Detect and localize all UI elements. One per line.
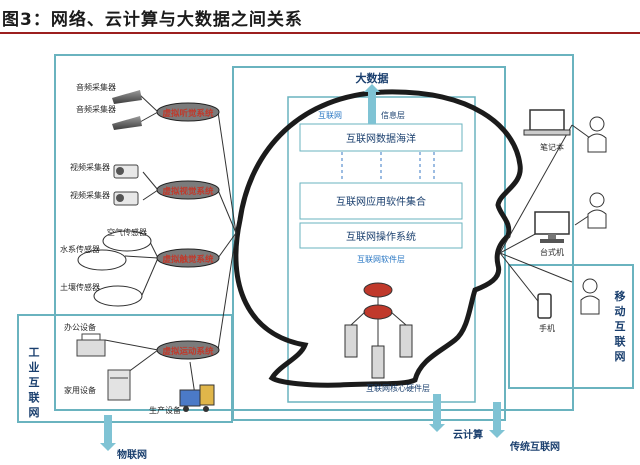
info-layer-label: 信息层 (381, 110, 405, 120)
iot-frame (54, 54, 574, 411)
app-software-layer: 互联网应用软件集合 (299, 182, 463, 220)
forklift-icon (179, 384, 215, 412)
printer-icon (76, 333, 106, 357)
figure-title-text: 图3：网络、云计算与大数据之间关系 (2, 9, 303, 30)
video-camera-icon (113, 191, 139, 206)
mobile-char-1: 移 (615, 289, 626, 303)
industrial-char-1: 工 (29, 346, 40, 359)
mobile-char-2: 动 (615, 304, 626, 318)
user-icon (580, 278, 600, 315)
phone-label: 手机 (539, 323, 555, 333)
industrial-char-3: 互 (29, 376, 40, 389)
internet-top-label: 互联网 (318, 111, 342, 120)
virtual-motion-system: 虚拟运动系统 (156, 340, 220, 360)
virtual-hearing-system: 虚拟听觉系统 (156, 102, 220, 122)
industrial-label: 工 业 互 联 网 (29, 346, 40, 419)
traditional-arrow (489, 402, 505, 438)
svg-text:虚拟触觉系统: 虚拟触觉系统 (162, 254, 214, 265)
big-data-arrow (364, 84, 380, 124)
water-sensor-label: 水系传感器 (60, 244, 100, 254)
video-label-2: 视频采集器 (70, 190, 110, 200)
production-device-label: 生产设备 (149, 405, 181, 415)
data-ocean-layer: 互联网数据海洋 (299, 123, 463, 152)
mobile-char-4: 联 (615, 334, 626, 348)
virtual-vision-system: 虚拟视觉系统 (156, 180, 220, 200)
figure-title: 图3：网络、云计算与大数据之间关系 (2, 2, 638, 32)
svg-text:互联网操作系统: 互联网操作系统 (346, 230, 416, 243)
layer-dashed-arrows (341, 152, 435, 182)
head-silhouette (233, 89, 523, 388)
iot-arrow (100, 415, 116, 451)
audio-collector-icon (112, 90, 142, 104)
user-icon (587, 116, 607, 153)
soil-sensor-label: 土壤传感器 (60, 282, 100, 292)
air-sensor-label: 空气传感器 (107, 227, 147, 237)
iot-label: 物联网 (117, 448, 147, 461)
laptop-label: 笔记本 (540, 142, 564, 152)
software-layer-label: 互联网软件层 (357, 254, 405, 264)
svg-text:虚拟视觉系统: 虚拟视觉系统 (162, 186, 214, 197)
big-data-label: 大数据 (356, 71, 389, 85)
air-sensor-icon (102, 230, 152, 252)
industrial-char-2: 业 (29, 360, 40, 374)
svg-text:虚拟运动系统: 虚拟运动系统 (162, 346, 214, 357)
industrial-char-4: 联 (29, 390, 40, 404)
mobile-char-5: 网 (615, 350, 626, 363)
laptop-icon (523, 109, 571, 136)
svg-text:虚拟听觉系统: 虚拟听觉系统 (162, 108, 214, 119)
virtual-touch-system: 虚拟触觉系统 (156, 248, 220, 268)
audio-collector-icon (112, 116, 142, 130)
audio-label-1: 音频采集器 (76, 82, 116, 92)
soil-sensor-icon (93, 285, 143, 307)
industrial-frame (17, 314, 233, 423)
mobile-char-3: 互 (615, 320, 626, 333)
phone-icon (537, 293, 552, 319)
server-icon (344, 311, 413, 379)
appliance-icon (107, 369, 131, 401)
os-layer: 互联网操作系统 (299, 222, 463, 249)
traditional-label: 传统互联网 (509, 440, 560, 453)
user-icon (587, 192, 607, 229)
desktop-icon (534, 211, 570, 243)
svg-text:互联网数据海洋: 互联网数据海洋 (346, 132, 416, 145)
cloud-label: 云计算 (453, 428, 483, 441)
sensor-connector-lines (104, 94, 591, 396)
video-label-1: 视频采集器 (70, 162, 110, 172)
home-device-label: 家用设备 (64, 385, 96, 395)
mobile-frame (508, 264, 634, 389)
desktop-label: 台式机 (540, 247, 564, 257)
svg-text:互联网应用软件集合: 互联网应用软件集合 (336, 195, 426, 208)
office-device-label: 办公设备 (64, 322, 96, 332)
mobile-label: 移 动 互 联 网 (615, 289, 626, 363)
audio-label-2: 音频采集器 (76, 104, 116, 114)
title-rule (0, 32, 640, 34)
hardware-layer-label: 互联网核心硬件层 (366, 383, 430, 393)
water-sensor-icon (77, 249, 127, 271)
video-camera-icon (113, 164, 139, 179)
cloud-arrow (429, 394, 445, 432)
industrial-char-5: 网 (29, 406, 40, 419)
